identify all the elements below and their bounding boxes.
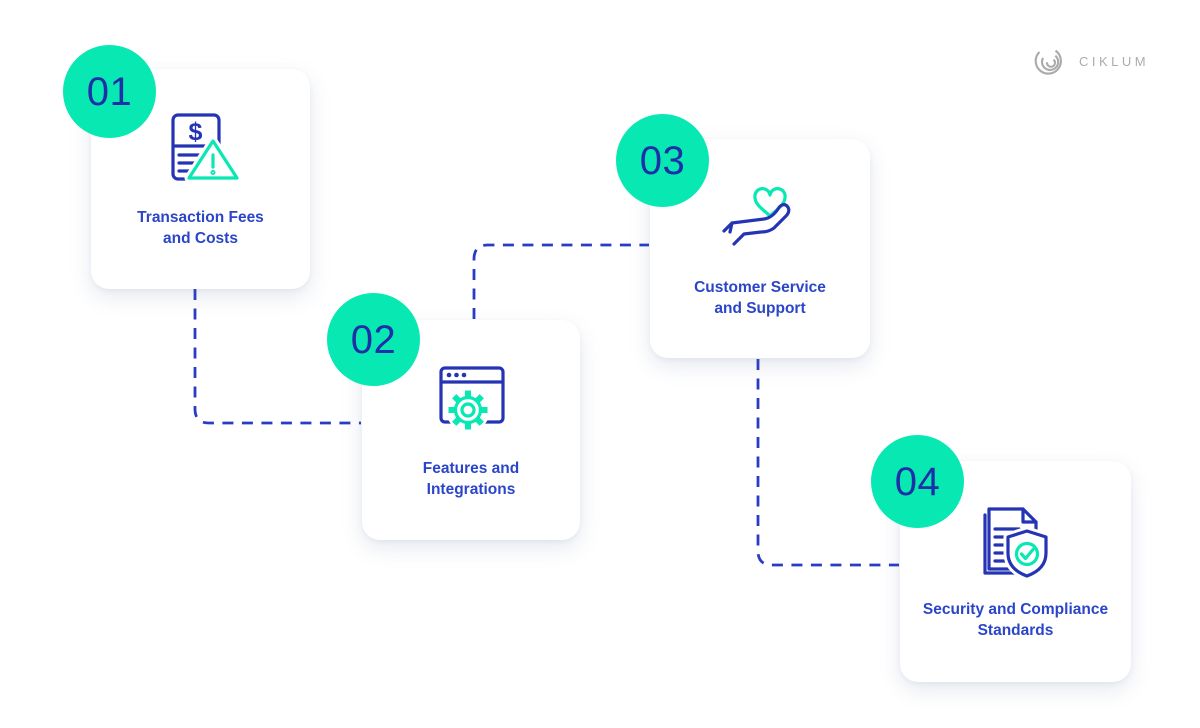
step-number: 03 (639, 138, 686, 183)
step-title-line: Transaction Fees (137, 209, 264, 226)
heart-hand-icon (722, 187, 791, 246)
step-title: Features and Integrations (423, 458, 519, 500)
step-number-badge: 02 (327, 293, 420, 386)
step-title: Security and Compliance Standards (923, 599, 1108, 641)
step-title-line: Customer Service (694, 279, 826, 296)
document-shield-icon (982, 507, 1050, 581)
step-number-badge: 03 (616, 114, 709, 207)
step-number: 02 (350, 317, 397, 362)
step-4: Security and Compliance Standards 04 (871, 435, 1131, 682)
step-title-line: and Costs (163, 230, 238, 247)
step-number-badge: 01 (63, 45, 156, 138)
dollar-glyph: $ (188, 118, 202, 146)
invoice-warning-icon: $ (170, 113, 241, 183)
step-title-line: Features and (422, 460, 520, 477)
step-title-line: Security and Compliance (922, 601, 1109, 618)
step-number: 04 (894, 459, 941, 504)
browser-gear-icon (439, 366, 505, 432)
step-3: Customer Service and Support 03 (616, 114, 870, 358)
brand-logo-text: CIKLUM (1079, 53, 1150, 69)
step-title-line: and Support (714, 300, 806, 317)
step-title-line: Standards (977, 622, 1054, 639)
step-number: 01 (86, 69, 133, 114)
ciklum-logo-mark (1034, 47, 1062, 75)
step-number-badge: 04 (871, 435, 964, 528)
connector-step2-step3 (472, 243, 649, 319)
brand-logo: CIKLUM (1033, 42, 1149, 80)
step-title: Transaction Fees and Costs (137, 207, 264, 249)
step-2: Features and Integrations 02 (327, 293, 580, 540)
step-1: $ Transaction Fees and Costs 01 (63, 45, 310, 289)
connector-step1-step2 (193, 289, 361, 425)
step-title: Customer Service and Support (694, 277, 826, 319)
connector-step3-step4 (756, 359, 899, 567)
step-title-line: Integrations (426, 481, 516, 498)
